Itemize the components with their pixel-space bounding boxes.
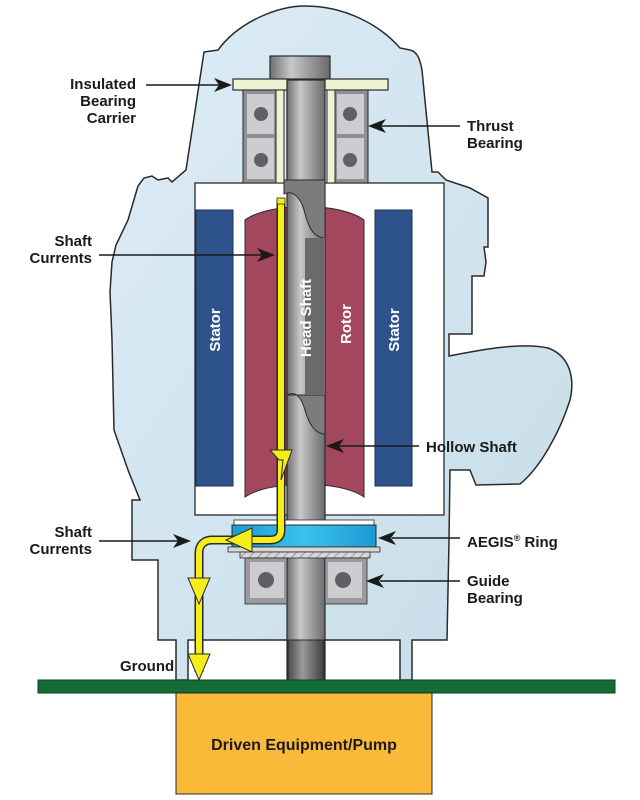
head-shaft-label: Head Shaft — [298, 279, 315, 357]
stator-right — [374, 209, 413, 487]
svg-text:Bearing: Bearing — [80, 93, 136, 110]
current-path — [187, 197, 293, 682]
svg-text:Insulated: Insulated — [70, 76, 136, 93]
callout-thrust-bearing: Thrust Bearing — [368, 118, 523, 152]
current-arrowhead-down-1 — [268, 449, 293, 481]
svg-text:Guide: Guide — [467, 573, 510, 590]
pump-box — [175, 692, 433, 795]
current-arrowhead-left — [224, 527, 253, 553]
callout-guide-bearing: Guide Bearing — [366, 573, 523, 607]
pump-label: Driven Equipment/Pump — [211, 737, 397, 754]
shaft-top-cap — [269, 55, 331, 81]
svg-text:Shaft: Shaft — [55, 524, 93, 541]
svg-text:Bearing: Bearing — [467, 135, 523, 152]
svg-text:Bearing: Bearing — [467, 590, 523, 607]
svg-text:Shaft: Shaft — [55, 233, 93, 250]
svg-text:Currents: Currents — [29, 541, 92, 558]
guide-bearing-right — [324, 557, 368, 605]
stator-left-label: Stator — [207, 308, 224, 352]
callout-shaft-currents-bottom: Shaft Currents — [29, 524, 191, 558]
thrust-bearing-right — [334, 89, 369, 184]
callout-insulated-bearing-carrier: Insulated Bearing Carrier — [70, 76, 232, 127]
current-arrowhead-down-3 — [187, 653, 211, 682]
thrust-bearing-left — [242, 89, 277, 184]
current-arrowhead-down-2 — [187, 577, 211, 606]
svg-text:Hollow Shaft: Hollow Shaft — [426, 439, 517, 456]
svg-text:Thrust: Thrust — [467, 118, 514, 135]
guide-bearing-left — [244, 557, 288, 605]
hollow-shaft-inner — [305, 238, 325, 395]
callout-shaft-currents-top: Shaft Currents — [29, 233, 275, 267]
rotor-label: Rotor — [338, 304, 355, 344]
stator-right-label: Stator — [386, 308, 403, 352]
svg-text:AEGIS® Ring: AEGIS® Ring — [467, 533, 558, 551]
stator-left — [195, 209, 234, 487]
callout-hollow-shaft: Hollow Shaft — [326, 439, 517, 456]
hollow-shaft-cut-bottom — [286, 393, 326, 435]
svg-text:Carrier: Carrier — [87, 110, 136, 127]
lower-shaft — [287, 639, 325, 681]
svg-text:Currents: Currents — [29, 250, 92, 267]
callout-aegis-ring: AEGIS® Ring — [378, 531, 558, 551]
ground-plate — [37, 679, 616, 694]
ground-label: Ground — [120, 658, 174, 675]
